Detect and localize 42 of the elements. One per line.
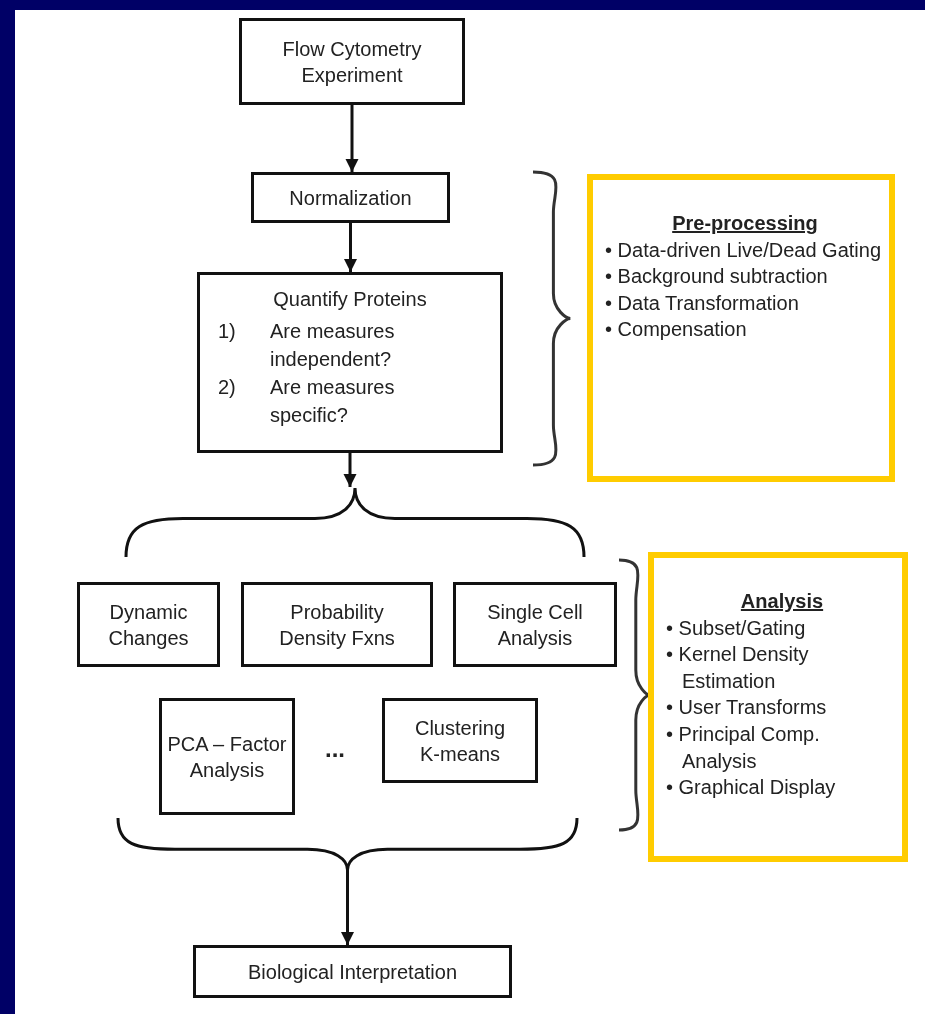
- bullet-item: • Data-driven Live/Dead Gating: [605, 237, 883, 263]
- box-label: Probability Density Fxns: [278, 599, 396, 651]
- note-box: [587, 174, 895, 482]
- box-label: Normalization: [289, 185, 412, 211]
- curly-brace: [123, 487, 587, 557]
- note-heading: Analysis: [739, 589, 825, 614]
- box-label: Dynamic Changes: [107, 599, 190, 651]
- arrow: [343, 223, 358, 272]
- box-heading: Quantify Proteins: [272, 287, 428, 312]
- arrow: [340, 870, 355, 945]
- arrow: [343, 453, 357, 487]
- process-box: [193, 945, 512, 998]
- bullet-item: • Subset/Gating: [666, 615, 807, 641]
- box-label: Biological Interpretation: [248, 959, 457, 985]
- question-text: Are measures independent?: [270, 319, 396, 372]
- process-box: [77, 582, 220, 667]
- bullet-item: • Principal Comp. Analysis: [666, 721, 821, 774]
- box-label: Flow Cytometry Experiment: [281, 36, 423, 88]
- arrow: [345, 105, 359, 172]
- note-box: [648, 552, 908, 862]
- process-box: [382, 698, 538, 783]
- process-box: [197, 272, 503, 453]
- process-box: [241, 582, 433, 667]
- process-box: [251, 172, 450, 223]
- process-box: [159, 698, 295, 815]
- box-label: Single Cell Analysis: [486, 599, 584, 651]
- bullet-item: • Kernel Density Estimation: [666, 642, 810, 694]
- bullet-item: • Background subtraction: [605, 264, 829, 290]
- note-heading: Pre-processing: [671, 211, 819, 236]
- curly-brace: [115, 818, 580, 870]
- process-box: [239, 18, 465, 105]
- ellipsis-text: ...: [325, 735, 345, 763]
- list-number: 1): [218, 319, 236, 344]
- box-label: Clustering K-means: [413, 715, 506, 767]
- bullet-item: • Data Transformation: [605, 290, 800, 316]
- bullet-item: • Compensation: [605, 317, 748, 343]
- bullet-item: • User Transforms: [666, 695, 828, 721]
- question-text: Are measures specific?: [270, 375, 396, 428]
- list-number: 2): [218, 375, 236, 400]
- bullet-item: • Graphical Display: [666, 775, 837, 801]
- box-label: PCA – Factor Analysis: [166, 731, 288, 783]
- process-box: [453, 582, 617, 667]
